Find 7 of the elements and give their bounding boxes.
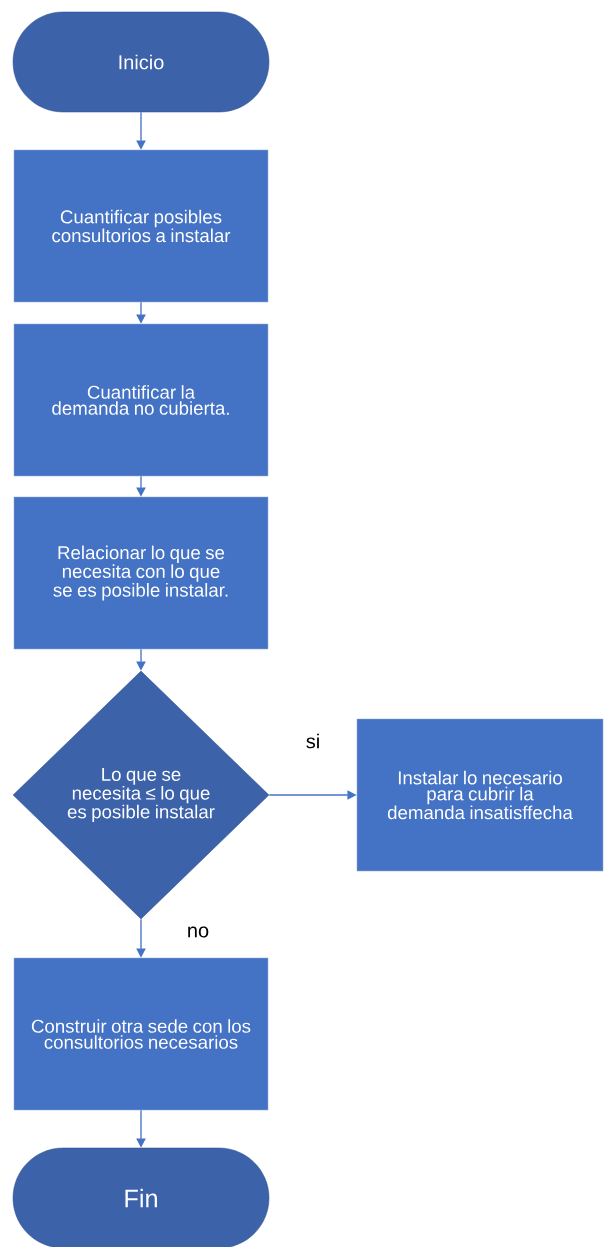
process-box: Instalar lo necesario para cubrir la demanda insatisffecha xyxy=(356,718,604,872)
process-box: Cuantificar la demanda no cubierta. xyxy=(13,323,269,477)
process-box: Construir otra sede con los consultorios necesarios xyxy=(13,957,269,1111)
edge-label: si xyxy=(304,732,322,750)
process-box: Relacionar lo que se necesita con lo que se es posible instalar. xyxy=(13,496,269,650)
edge-label: no xyxy=(185,925,211,939)
process-box: Cuantificar posibles consultorios a instalar xyxy=(13,149,269,303)
